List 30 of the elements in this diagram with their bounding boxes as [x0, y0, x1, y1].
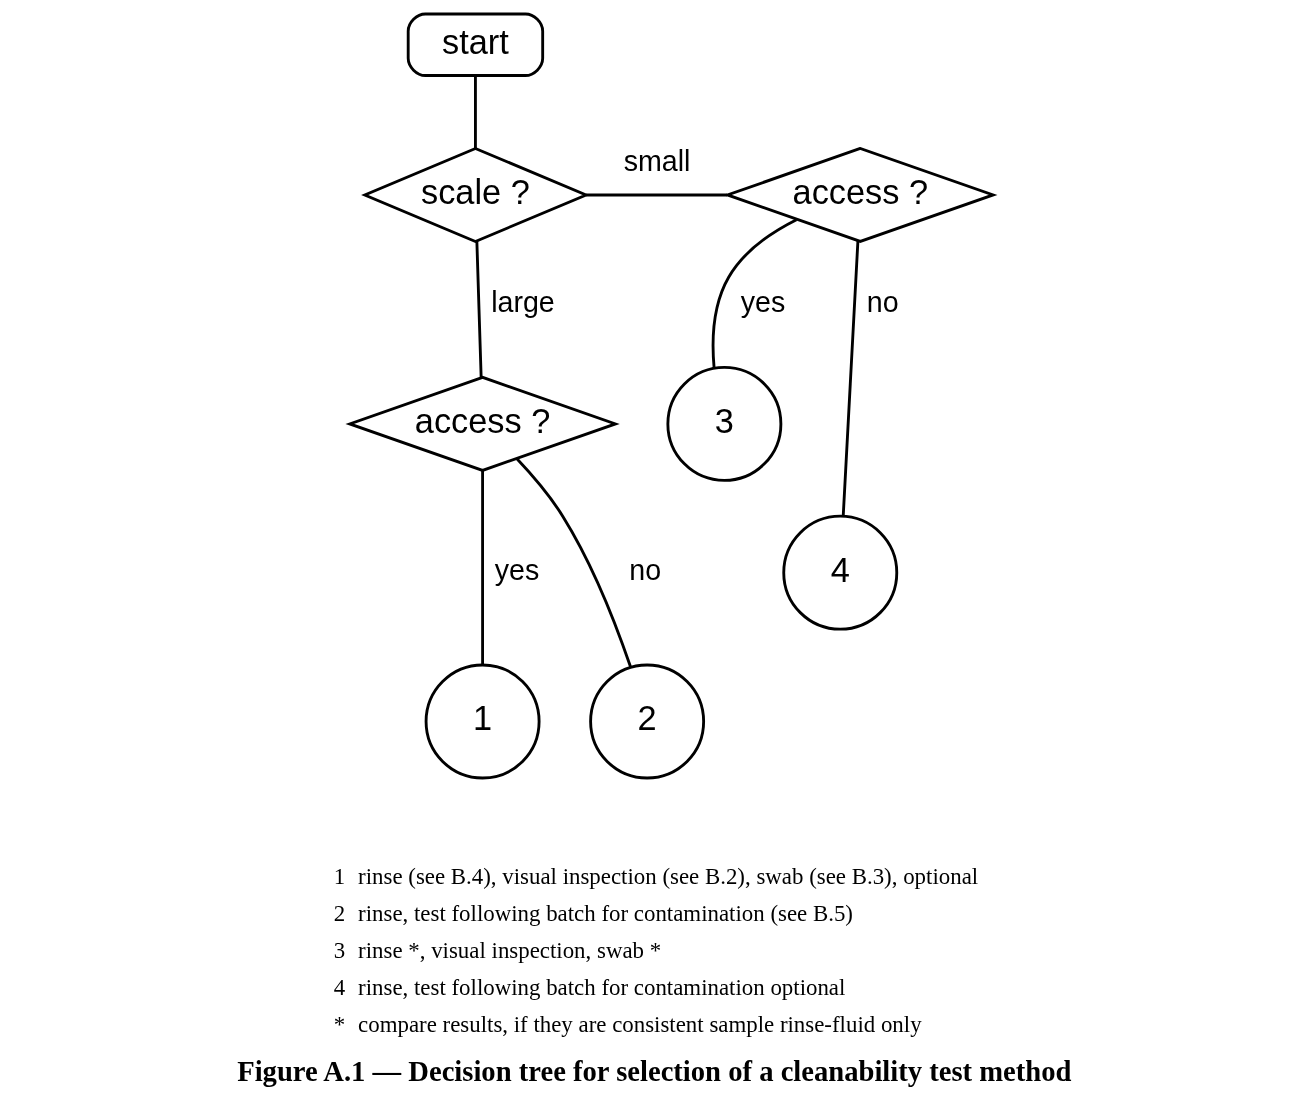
label: rinse, test following batch for contamination optional	[357, 975, 845, 1001]
connector	[841, 240, 859, 516]
node-diamond: access ?	[344, 375, 620, 472]
node-circle: 2	[588, 663, 705, 780]
connector	[474, 241, 483, 378]
edge-label: small	[623, 144, 690, 177]
edge-label: yes	[494, 553, 539, 586]
connector	[711, 218, 797, 369]
edge-label: no	[866, 285, 899, 318]
label: 2	[333, 900, 345, 926]
node-circle: 3	[665, 365, 782, 482]
edge-label: no	[628, 553, 661, 586]
label: *	[333, 1012, 345, 1038]
edge-label: large	[490, 285, 555, 318]
connector	[480, 470, 484, 665]
label: rinse, test following batch for contamination (see B.5)	[357, 900, 853, 926]
connector	[515, 457, 632, 668]
label: 1	[333, 863, 345, 889]
edge-label: yes	[740, 285, 785, 318]
connector	[473, 76, 477, 149]
label: rinse *, visual inspection, swab *	[357, 937, 661, 963]
label: compare results, if they are consistent sample rinse-fluid only	[357, 1012, 922, 1038]
caption: Figure A.1 — Decision tree for selection of a cleanability test method	[236, 1056, 1071, 1088]
label: 4	[333, 975, 345, 1001]
node-circle: 4	[781, 514, 898, 631]
label: 3	[333, 937, 345, 963]
connector	[585, 193, 727, 197]
label: rinse (see B.4), visual inspection (see B.2), swab (see B.3), optional	[357, 863, 978, 889]
node-circle: 1	[424, 663, 541, 780]
node-box: start	[406, 12, 544, 77]
